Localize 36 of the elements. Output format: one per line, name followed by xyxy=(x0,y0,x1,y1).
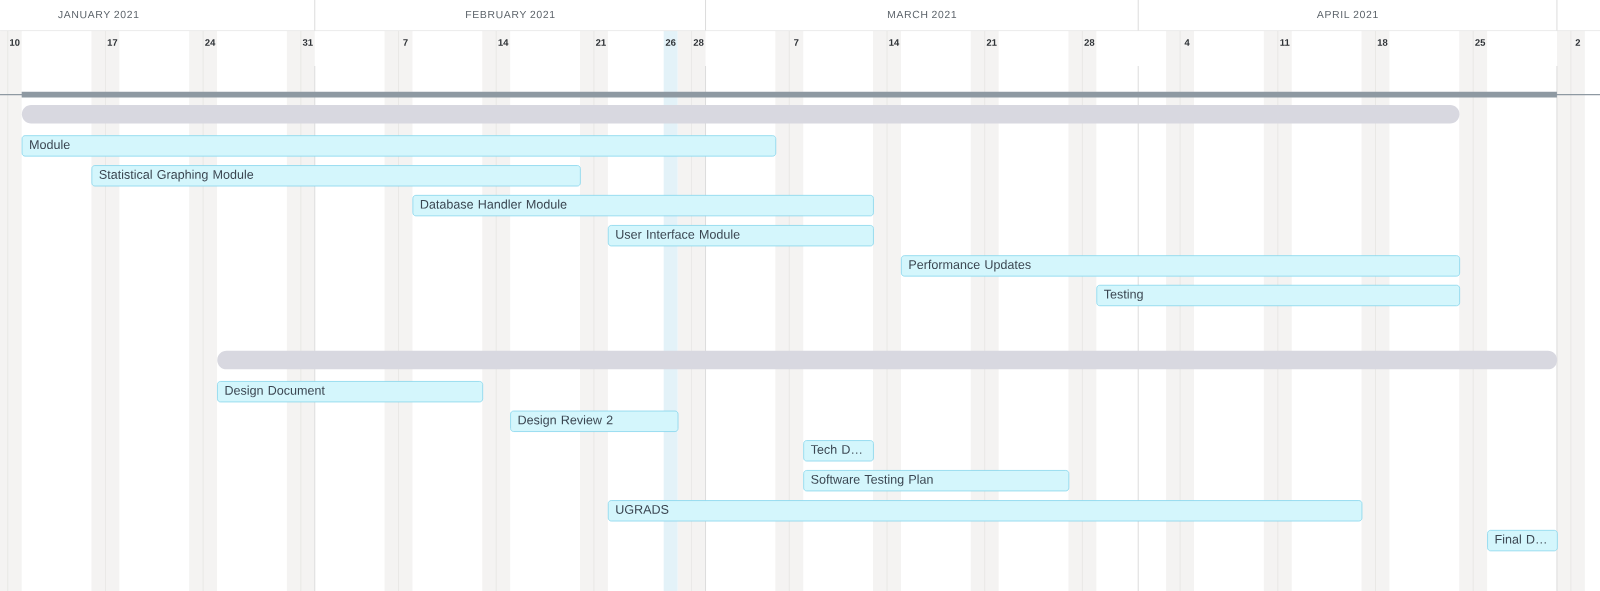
day-label: 21 xyxy=(986,39,997,46)
month-label: JANUARY 2021 xyxy=(58,10,139,19)
day-label: 14 xyxy=(498,39,509,46)
task-bar: Final D… xyxy=(1487,529,1558,552)
day-label: 10 xyxy=(10,39,20,46)
task-bar: UGRADS xyxy=(607,500,1363,522)
summary-bar xyxy=(21,105,1460,124)
task-bar: User Interface Module xyxy=(607,225,874,247)
day-label: 4 xyxy=(1184,39,1190,46)
day-label: 18 xyxy=(1377,39,1388,46)
task-bar: Database Handler Module xyxy=(412,194,874,217)
task-bar: Module xyxy=(21,135,777,157)
task-bar: Design Document xyxy=(217,381,484,403)
task-bar: Design Review 2 xyxy=(510,410,679,432)
day-label: 7 xyxy=(403,39,408,46)
day-label: 26 xyxy=(665,39,676,46)
month-label: MARCH 2021 xyxy=(887,10,957,19)
task-bar: Software Testing Plan xyxy=(803,470,1070,492)
day-label: 7 xyxy=(794,39,799,46)
day-label: 28 xyxy=(1084,39,1095,46)
day-label: 21 xyxy=(595,39,606,46)
day-label: 28 xyxy=(693,39,704,46)
task-bar: Tech D… xyxy=(803,440,874,462)
day-label: 11 xyxy=(1280,39,1290,46)
task-bar: Testing xyxy=(1096,284,1461,307)
day-label: 24 xyxy=(205,39,216,46)
task-bar: Statistical Graphing Module xyxy=(91,165,581,187)
day-label: 2 xyxy=(1575,39,1581,46)
summary-bar xyxy=(217,350,1558,370)
day-label: 25 xyxy=(1475,39,1486,46)
day-label: 14 xyxy=(889,39,900,46)
task-bar: Performance Updates xyxy=(900,255,1461,277)
month-label: FEBRUARY 2021 xyxy=(466,10,555,19)
day-label: 17 xyxy=(107,39,118,46)
day-label: 31 xyxy=(302,39,313,46)
month-label: APRIL 2021 xyxy=(1316,10,1378,19)
